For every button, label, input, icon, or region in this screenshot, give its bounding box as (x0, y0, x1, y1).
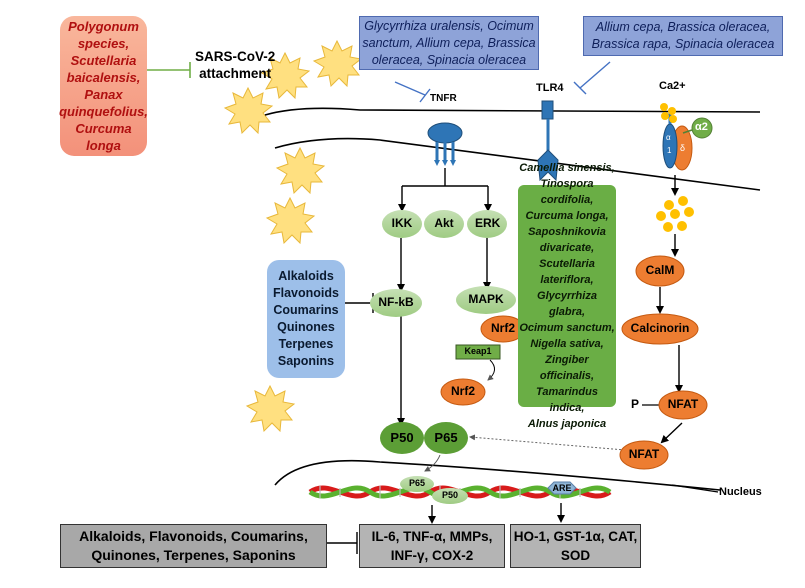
p50-small-node (432, 488, 468, 504)
mapk-label: MAPK (468, 292, 504, 306)
keap1-label: Keap1 (464, 346, 492, 356)
calcinorin-label: Calcinorin (630, 321, 690, 335)
alpha2-label: α2 (695, 121, 708, 133)
tnfr-inhibitor-herbs: Glycyrrhiza uralensis, Ocimum sanctum, A… (359, 16, 539, 70)
virus-icon (246, 385, 295, 432)
p50-small-label: P50 (441, 490, 458, 500)
akt-label: Akt (434, 216, 454, 230)
p50-label: P50 (390, 430, 414, 445)
calcium-label: Ca2+ (659, 80, 686, 92)
p50-node (380, 422, 424, 454)
calcium-channel (662, 112, 713, 171)
p65-node (424, 422, 468, 454)
herb-line: Scutellaria baicalensis, (66, 53, 141, 85)
nrf2-free-label: Nrf2 (450, 384, 475, 398)
sars-inhibitor-herbs: Polygonum species, Scutellaria baicalens… (59, 16, 148, 156)
herb-line: Curcuma longa (75, 121, 132, 153)
p65-label: P65 (434, 430, 458, 445)
nfat2-label: NFAT (628, 447, 660, 461)
membrane-inner (274, 137, 761, 191)
nfat2-node (619, 440, 669, 470)
antioxidants-box: HO-1, GST-1α, CAT, SOD (510, 524, 641, 568)
virus-icon (276, 147, 325, 194)
are-hexagon (547, 481, 577, 495)
calcinorin-node (621, 313, 699, 345)
nucleus-label: Nucleus (719, 486, 762, 498)
nfkb-inhibitor-compounds: Alkaloids Flavonoids Coumarins Quinones … (267, 260, 345, 378)
calcium-ions-top (660, 103, 677, 123)
cytokines-box: IL-6, TNF-α, MMPs, INF-γ, COX-2 (359, 524, 505, 568)
nfkb-label: NF-kB (378, 295, 414, 309)
phosphate-label: P (631, 397, 640, 411)
are-label: ARE (552, 483, 572, 493)
akt-node (424, 210, 464, 238)
membrane-outer (264, 107, 761, 116)
herb-line: Panax quinquefolius, (59, 87, 148, 119)
nfat-node (658, 390, 708, 420)
calm-node (635, 255, 685, 287)
nrf2-activator-herbs: Camellia sinensis, Tinospora cordifolia,… (518, 162, 616, 430)
tnfr-receptor (427, 122, 463, 166)
nrf2-label: Nrf2 (490, 321, 515, 335)
compounds-box: Alkaloids, Flavonoids, Coumarins, Quinon… (60, 524, 327, 568)
erk-label: ERK (475, 216, 501, 230)
sars-attachment-label: SARS-CoV-2 attachment (195, 49, 276, 81)
mapk-node (456, 286, 516, 314)
p65-small-node (400, 476, 434, 492)
calm-label: CalM (645, 263, 675, 277)
p65-small-label: P65 (408, 478, 425, 488)
tnfr-label: TNFR (430, 93, 457, 104)
tlr4-receptor (537, 100, 559, 182)
tlr4-inhibitor-herbs: Allium cepa, Brassica oleracea, Brassica… (583, 16, 783, 56)
nuclear-membrane (274, 459, 721, 491)
erk-node (467, 210, 507, 238)
ikk-node (382, 210, 422, 238)
calcium-ions-bottom (656, 196, 694, 232)
virus-icon (266, 197, 315, 244)
virus-icon (313, 40, 362, 87)
keap1-box (455, 344, 501, 360)
herb-line: Polygonum species, (68, 19, 139, 51)
ikk-label: IKK (391, 216, 413, 230)
tlr4-label: TLR4 (536, 82, 564, 94)
nfat-label: NFAT (667, 397, 699, 411)
nrf2-free-node (440, 378, 486, 406)
virus-icon (224, 87, 273, 134)
nfkb-node (370, 289, 422, 317)
